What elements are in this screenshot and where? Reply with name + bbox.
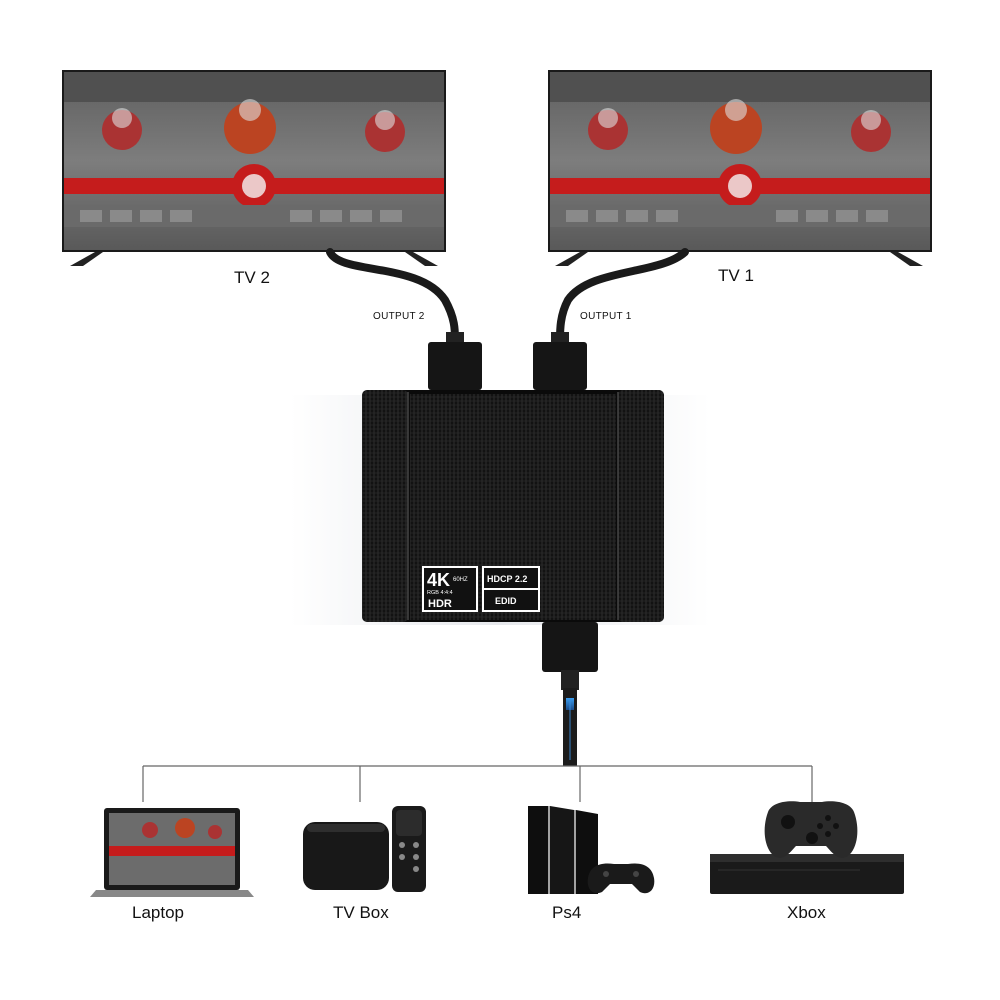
source-connector-lines	[142, 765, 813, 802]
tv-2-label: TV 2	[234, 268, 270, 287]
badge-edid-text: EDID	[495, 596, 517, 606]
badge-hdcp-edid: HDCP 2.2 EDID	[482, 566, 540, 612]
badge-hz-text: 60HZ	[453, 577, 468, 583]
badge-hdcp-text: HDCP 2.2	[487, 574, 527, 584]
output-2-label: OUTPUT 2	[373, 311, 425, 322]
tv-box-icon	[303, 806, 426, 892]
ps4-icon	[528, 806, 655, 894]
tv-1-label: TV 1	[718, 266, 754, 285]
badge-4k-text: 4K	[427, 570, 450, 590]
badge-4k-hdr: 4K 60HZ RGB 4:4:4 HDR	[422, 566, 478, 612]
output-1-label: OUTPUT 1	[580, 311, 632, 322]
source-laptop-label: Laptop	[132, 903, 184, 922]
badge-hdr-text: HDR	[428, 598, 452, 610]
tv-left	[62, 70, 446, 266]
badge-rgb-text: RGB 4:4:4	[427, 590, 453, 596]
tv-right	[548, 70, 932, 266]
source-tv-box-label: TV Box	[333, 903, 389, 922]
output-1-cable	[556, 248, 689, 344]
xbox-icon	[710, 801, 904, 894]
source-ps4-label: Ps4	[552, 903, 582, 922]
output-2-cable	[326, 248, 459, 344]
source-xbox-label: Xbox	[787, 903, 826, 922]
laptop-icon	[90, 808, 254, 897]
